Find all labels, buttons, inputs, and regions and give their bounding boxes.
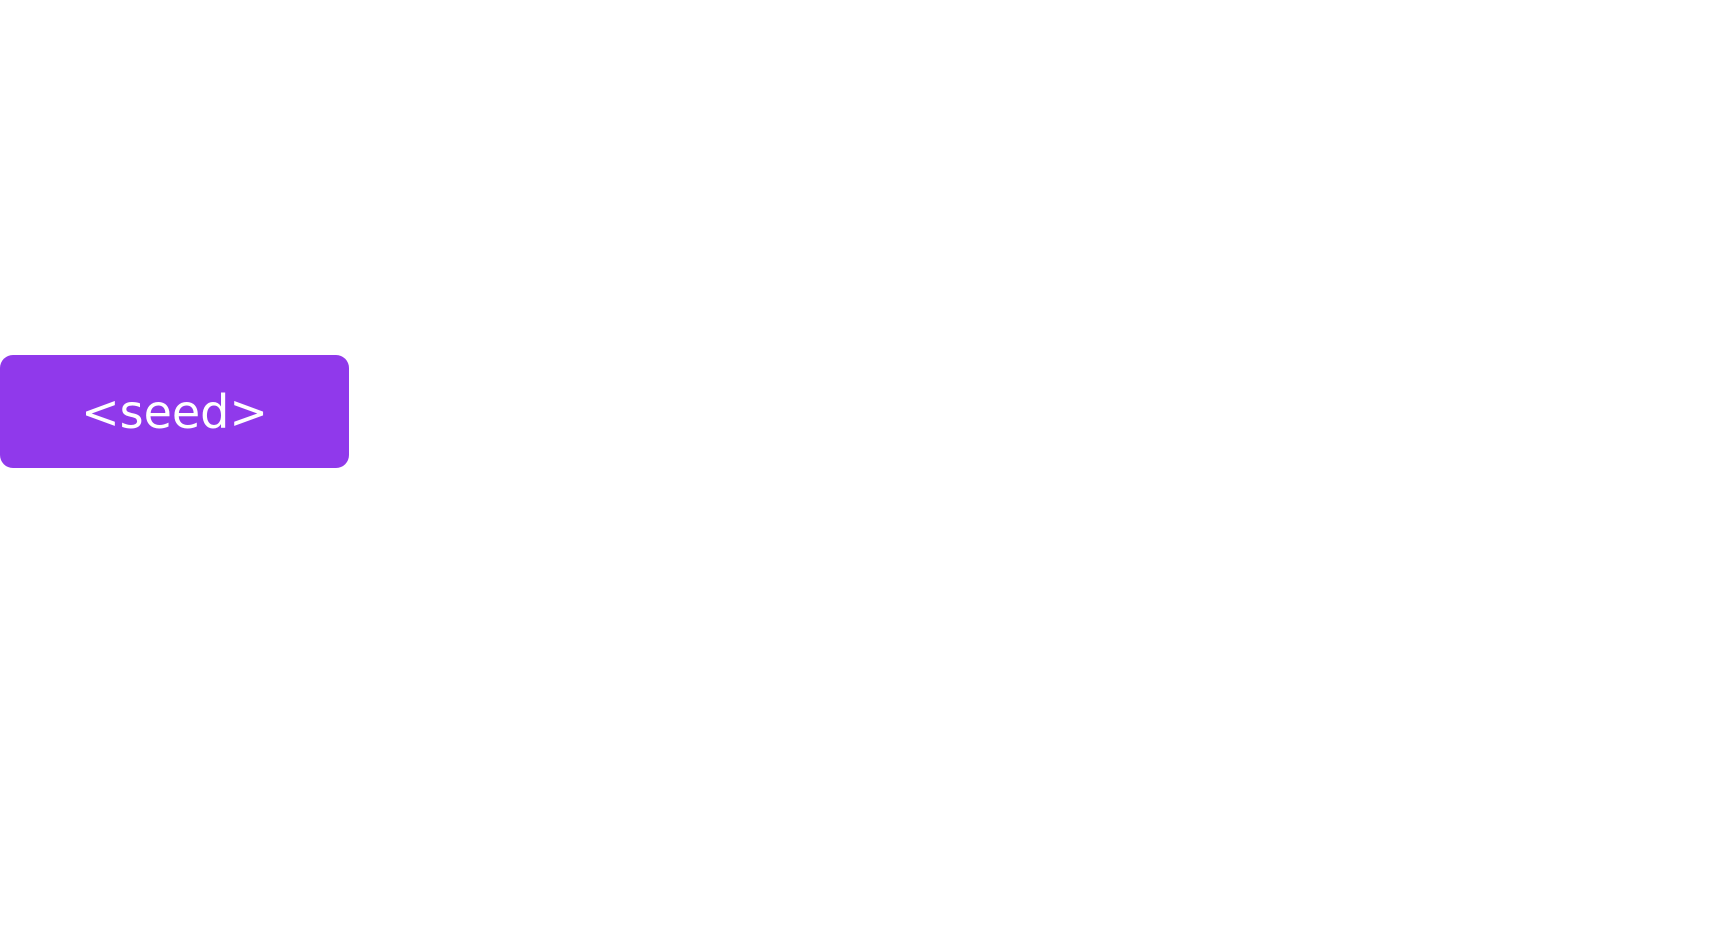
seed-node-label: <seed> (81, 384, 268, 439)
seed-node[interactable]: <seed> (0, 355, 349, 468)
